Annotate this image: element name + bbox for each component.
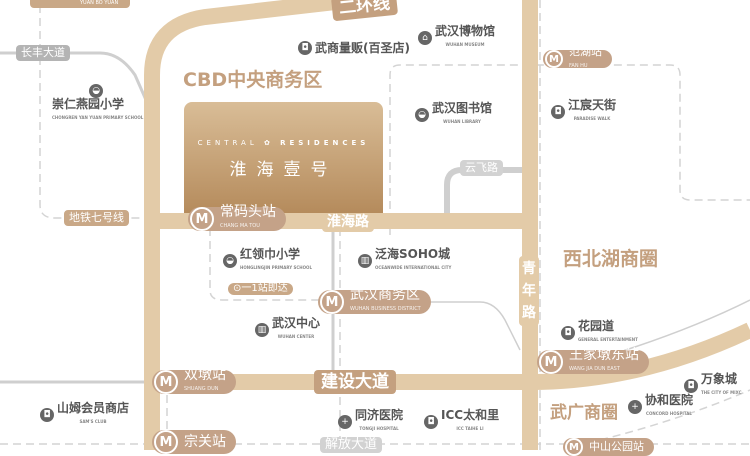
yuanboyuan-station-tag[interactable]: YUAN BO YUAN bbox=[30, 0, 130, 8]
shopping-bag-icon: ◘ bbox=[684, 379, 698, 393]
target-icon: ⊙ bbox=[233, 283, 242, 294]
poi-wushang[interactable]: ◘武商量贩(百圣店) bbox=[298, 41, 410, 55]
southeast-line bbox=[599, 389, 750, 441]
metro-icon: M bbox=[320, 290, 344, 314]
connector-line bbox=[430, 301, 521, 351]
yunfei-road bbox=[444, 167, 525, 215]
one-stop-badge: ⊙一1站即达 bbox=[228, 283, 293, 295]
yunfei-label: 云飞路 bbox=[460, 160, 503, 176]
metro-icon: M bbox=[539, 350, 563, 374]
changfeng-label: 长丰大道 bbox=[16, 45, 70, 61]
hongling-box bbox=[209, 228, 330, 301]
metro7-line bbox=[39, 5, 145, 219]
metro-icon: M bbox=[154, 430, 178, 454]
district-xibeihu: 西北湖商圈 bbox=[563, 248, 659, 270]
project-card[interactable]: CENTRAL ✿ RESIDENCES 淮海壹号 bbox=[184, 102, 383, 213]
building-icon: ▥ bbox=[255, 323, 269, 337]
hospital-cross-icon: + bbox=[338, 415, 352, 429]
shopping-bag-icon: ◘ bbox=[298, 41, 312, 55]
huaihai-label: 淮海路 bbox=[322, 212, 374, 232]
district-cbd: CBD中央商务区 bbox=[183, 69, 323, 91]
metro-icon: M bbox=[190, 207, 214, 231]
metro7-label: 地铁七号线 bbox=[64, 210, 129, 226]
library-icon: ◒ bbox=[415, 108, 429, 122]
fanhu-line bbox=[389, 64, 750, 235]
shopping-bag-icon: ◘ bbox=[424, 415, 438, 429]
jiefang-label: 解放大道 bbox=[320, 437, 383, 453]
changfeng-road bbox=[0, 51, 148, 101]
shopping-bag-icon: ◘ bbox=[551, 105, 565, 119]
hospital-cross-icon: + bbox=[628, 400, 642, 414]
project-name: 淮海壹号 bbox=[229, 160, 338, 180]
metro-icon: M bbox=[154, 370, 178, 394]
metro-icon: M bbox=[545, 50, 563, 68]
qingnian-label: 青年路 bbox=[519, 256, 539, 326]
project-en-name: CENTRAL ✿ RESIDENCES bbox=[197, 139, 370, 147]
district-wuguang: 武广商圈 bbox=[550, 403, 618, 423]
school-icon: ◒ bbox=[89, 84, 104, 98]
ring-road bbox=[144, 0, 371, 450]
building-icon: ▥ bbox=[358, 254, 372, 268]
school-icon: ◒ bbox=[223, 254, 237, 268]
shopping-bag-icon: ◘ bbox=[561, 326, 575, 340]
jianshe-label: 建设大道 bbox=[314, 370, 396, 394]
museum-icon: ⌂ bbox=[418, 31, 432, 45]
east-line bbox=[609, 299, 750, 356]
flower-logo-icon: ✿ bbox=[263, 139, 274, 147]
shopping-bag-icon: ◘ bbox=[40, 408, 54, 422]
metro-icon: M bbox=[565, 438, 583, 456]
